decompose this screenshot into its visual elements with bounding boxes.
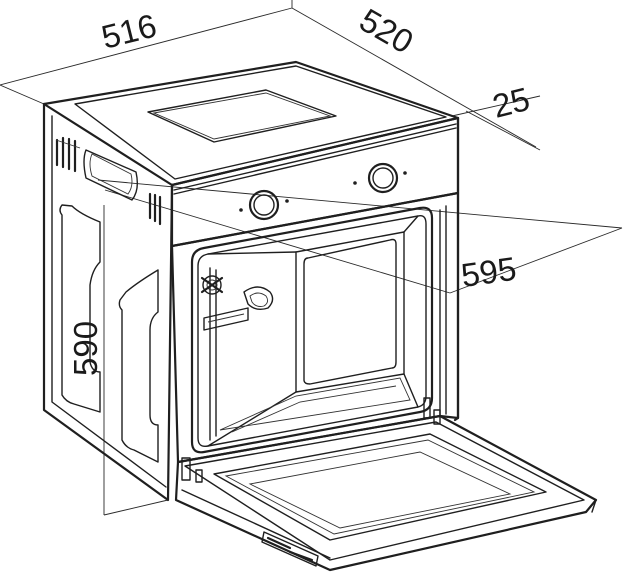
oven-cavity [170,191,460,464]
oven-door [174,397,598,572]
rack-support-icon [203,286,274,331]
lamp-icon [200,275,224,295]
side-panel-details [55,136,162,463]
door-offset-label: 25 [489,80,534,125]
front-width-label: 595 [459,250,519,294]
depth-label: 520 [354,1,420,61]
right-knob-icon [353,162,407,194]
hinge-icon [181,397,441,483]
left-knob-icon [239,189,289,221]
height-label: 590 [67,321,104,376]
width-label: 516 [98,7,160,56]
